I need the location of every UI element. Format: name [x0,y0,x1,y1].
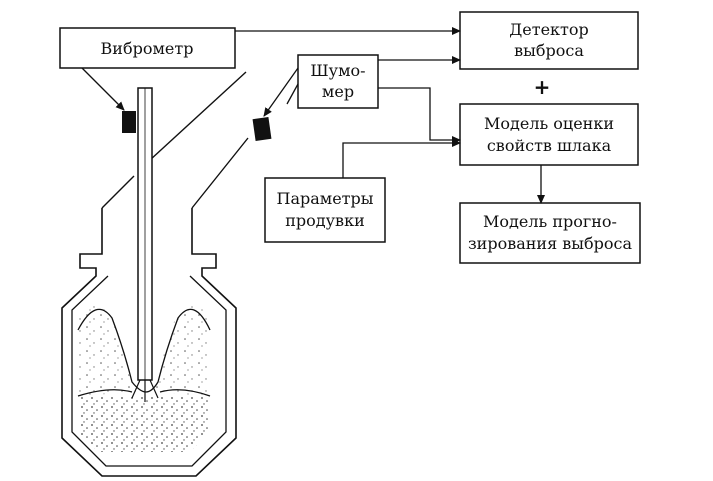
ejection-detector-label-line1: Детектор [509,20,589,39]
ejection-detector-box: Детектор выброса [459,11,639,70]
slag-model-box: Модель оценки свойств шлака [459,103,639,166]
vibration-sensor [122,111,136,133]
blow-params-label-line2: продувки [285,211,364,230]
slag-model-label-line2: свойств шлака [487,136,612,155]
foam-right [152,306,210,396]
arrow-params-to-slag-model [342,139,461,178]
hood-diagonal [149,71,247,161]
hood-left [101,175,135,209]
blow-params-label-line1: Параметры [276,189,373,208]
plus-sign: + [534,75,551,99]
vessel-shell-outer [61,208,237,477]
slag-surface [77,308,211,393]
arrow-noise-to-sensor [263,67,299,117]
noise-meter-label-line1: Шумо- [310,61,365,80]
hood-right [191,137,249,209]
blow-params-box: Параметры продувки [264,177,386,243]
foam-left [78,306,136,396]
forecast-model-label-line2: зирования выброса [468,234,633,253]
slag-model-label-line1: Модель оценки [484,114,614,133]
noise-meter-box: Шумо- мер [297,54,379,109]
arrow-noise-to-slag-model [378,87,461,144]
connectors [81,27,545,204]
vessel-lining-inner [71,275,227,467]
noise-side-line [286,83,299,105]
arrow-vibrometer-to-sensor [81,67,125,111]
vibrometer-box: Виброметр [59,27,236,69]
acoustic-sensor [252,116,272,142]
oxygen-jet [131,379,159,402]
converter-vessel [61,71,272,477]
vibrometer-label: Виброметр [101,39,194,58]
ejection-detector-label-line2: выброса [514,41,584,60]
forecast-model-label-line1: Модель прогно- [483,212,617,231]
bath-surface [77,389,211,397]
forecast-model-box: Модель прогно- зирования выброса [459,202,641,264]
metal-bath [78,396,210,452]
noise-meter-label-line2: мер [322,82,354,101]
